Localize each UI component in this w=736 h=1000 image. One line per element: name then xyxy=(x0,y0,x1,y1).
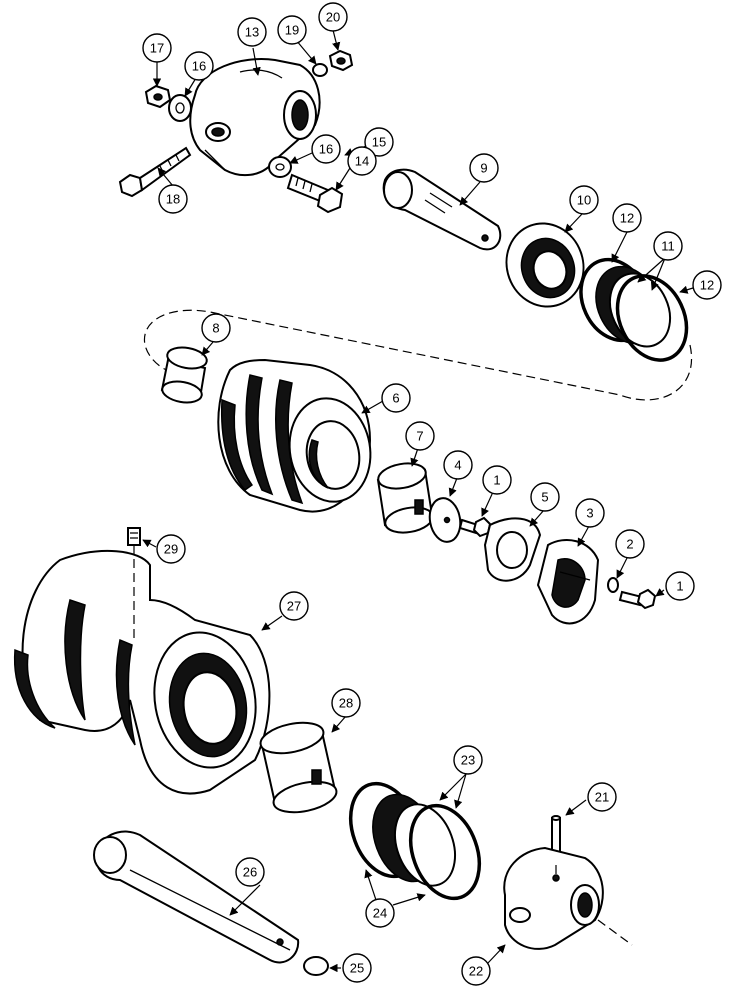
washer-16-top xyxy=(168,94,192,122)
callout-11: 11 xyxy=(653,231,683,261)
svg-text:20: 20 xyxy=(326,10,340,25)
callout-15: 15 xyxy=(364,127,394,157)
callout-7: 7 xyxy=(405,421,435,451)
bolt-1-center xyxy=(458,516,492,538)
callout-27: 27 xyxy=(279,591,309,621)
shaft-9 xyxy=(382,168,502,251)
svg-text:25: 25 xyxy=(350,961,364,976)
svg-text:14: 14 xyxy=(355,154,369,169)
svg-text:10: 10 xyxy=(577,193,591,208)
svg-text:19: 19 xyxy=(285,23,299,38)
svg-text:2: 2 xyxy=(626,537,633,552)
callout-12-lower: 12 xyxy=(692,270,722,300)
shaft-26 xyxy=(93,830,300,964)
leader-lines xyxy=(142,29,694,973)
lockwasher-2 xyxy=(607,577,619,593)
roller-6 xyxy=(217,358,372,513)
bracket-13 xyxy=(189,58,321,177)
svg-text:11: 11 xyxy=(661,239,675,254)
callout-1-right: 1 xyxy=(665,571,695,601)
callout-23: 23 xyxy=(453,745,483,775)
nut-17 xyxy=(144,84,172,109)
callout-4: 4 xyxy=(443,450,473,480)
callout-9: 9 xyxy=(469,153,499,183)
svg-text:24: 24 xyxy=(373,906,387,921)
svg-text:13: 13 xyxy=(245,25,259,40)
oring-25 xyxy=(303,956,329,976)
callout-17: 17 xyxy=(142,33,172,63)
svg-text:7: 7 xyxy=(416,429,423,444)
svg-text:8: 8 xyxy=(212,321,219,336)
callout-8: 8 xyxy=(201,313,231,343)
bolt-14 xyxy=(286,173,344,214)
callout-19: 19 xyxy=(277,15,307,45)
svg-text:4: 4 xyxy=(454,458,461,473)
callout-13: 13 xyxy=(237,17,267,47)
plug-29 xyxy=(127,527,141,546)
callout-12-upper: 12 xyxy=(612,203,642,233)
svg-text:16: 16 xyxy=(319,142,333,157)
bolt-1-right xyxy=(618,588,657,610)
callout-18: 18 xyxy=(158,184,188,214)
svg-text:6: 6 xyxy=(392,391,399,406)
callout-29: 29 xyxy=(156,534,186,564)
lockwasher-19 xyxy=(312,63,328,77)
callout-6: 6 xyxy=(381,383,411,413)
svg-text:27: 27 xyxy=(287,599,301,614)
svg-text:9: 9 xyxy=(480,161,487,176)
svg-text:12: 12 xyxy=(620,211,634,226)
callout-2: 2 xyxy=(615,529,645,559)
svg-text:23: 23 xyxy=(461,753,475,768)
svg-text:22: 22 xyxy=(469,964,483,979)
svg-text:1: 1 xyxy=(676,579,683,594)
svg-text:12: 12 xyxy=(700,278,714,293)
gasket-5 xyxy=(483,517,542,582)
callout-28: 28 xyxy=(331,688,361,718)
seal-group-11-12-top xyxy=(579,257,689,362)
svg-text:16: 16 xyxy=(192,59,206,74)
seal-group-23-24 xyxy=(348,781,482,901)
nut-20 xyxy=(328,49,354,72)
bushing-28 xyxy=(259,721,338,814)
callout-14: 14 xyxy=(347,146,377,176)
callout-26: 26 xyxy=(235,857,265,887)
bracket-22 xyxy=(503,846,633,950)
svg-text:29: 29 xyxy=(164,542,178,557)
bearing-10 xyxy=(505,222,585,308)
svg-text:3: 3 xyxy=(586,506,593,521)
svg-text:1: 1 xyxy=(493,473,500,488)
svg-text:17: 17 xyxy=(150,41,164,56)
bushing-7 xyxy=(376,462,434,534)
assembly-path-dashed xyxy=(143,309,693,401)
washer-16-bottom xyxy=(268,156,292,178)
callout-16-top: 16 xyxy=(184,51,214,81)
callout-1-center: 1 xyxy=(482,465,512,495)
callout-21: 21 xyxy=(587,782,617,812)
bushing-8 xyxy=(160,346,208,404)
roller-27 xyxy=(13,545,271,795)
callout-3: 3 xyxy=(575,498,605,528)
callout-24: 24 xyxy=(365,898,395,928)
svg-text:15: 15 xyxy=(372,135,386,150)
svg-text:26: 26 xyxy=(243,865,257,880)
svg-text:28: 28 xyxy=(339,696,353,711)
cover-3 xyxy=(536,539,600,625)
svg-text:18: 18 xyxy=(166,192,180,207)
svg-text:5: 5 xyxy=(541,490,548,505)
callout-22: 22 xyxy=(461,956,491,986)
callout-10: 10 xyxy=(569,185,599,215)
callout-16-bottom: 16 xyxy=(311,134,341,164)
callout-25: 25 xyxy=(342,953,372,983)
callout-20: 20 xyxy=(318,2,348,32)
callout-5: 5 xyxy=(530,482,560,512)
washer-4 xyxy=(428,497,462,543)
svg-text:21: 21 xyxy=(595,790,609,805)
